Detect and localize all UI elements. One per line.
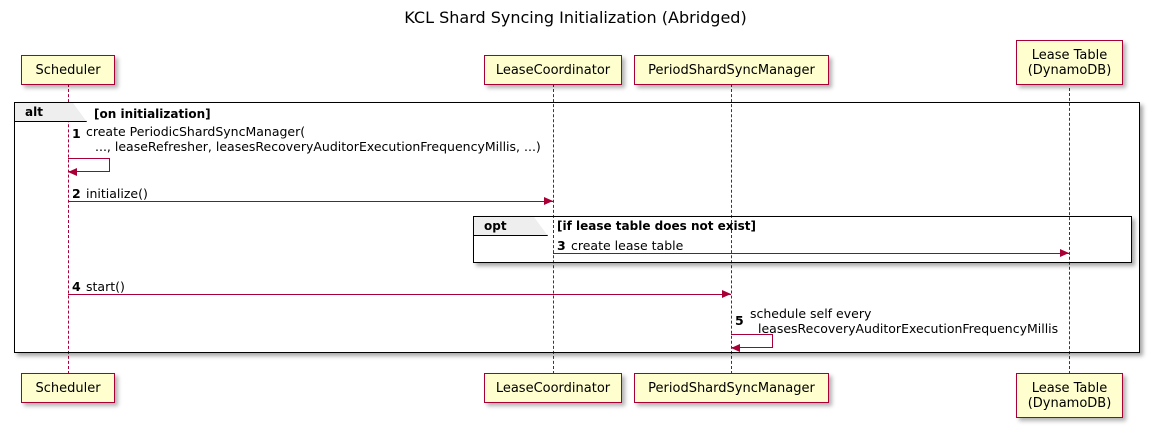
message-4-number: 4	[72, 279, 81, 294]
message-2-arrowhead	[544, 196, 553, 205]
message-5-label-line2: leasesRecoveryAuditorExecutionFrequencyM…	[758, 321, 1059, 336]
message-5-number: 5	[735, 313, 744, 328]
message-3-line	[553, 253, 1069, 254]
lifeline-leasecoordinator	[553, 84, 554, 374]
message-3-arrowhead	[1060, 248, 1069, 257]
participant-leasetable-top-label-line1: Lease Table	[1031, 47, 1108, 63]
participant-scheduler-bottom[interactable]: Scheduler	[21, 373, 115, 403]
message-4-arrowhead	[722, 289, 731, 298]
participant-leasetable-top-label-line2: (DynamoDB)	[1027, 62, 1112, 78]
message-1-self-loop	[68, 158, 110, 172]
opt-frame	[473, 216, 1132, 263]
message-3-label: create lease table	[571, 238, 684, 253]
message-1-label-line1: create PeriodicShardSyncManager(	[86, 124, 306, 139]
opt-frame-tab: opt	[474, 217, 548, 236]
opt-frame-condition: [if lease table does not exist]	[557, 219, 757, 233]
message-4-line	[68, 294, 731, 295]
participant-periodshardsyncmanager-bottom[interactable]: PeriodShardSyncManager	[634, 373, 829, 403]
message-1-arrowhead	[68, 167, 77, 176]
participant-leasetable-top[interactable]: Lease Table (DynamoDB)	[1016, 40, 1123, 85]
message-5-arrowhead	[731, 343, 740, 352]
participant-leasecoordinator-top[interactable]: LeaseCoordinator	[484, 55, 622, 85]
lifeline-leasetable	[1069, 88, 1070, 374]
participant-scheduler-top-label: Scheduler	[35, 62, 101, 78]
participant-periodshardsyncmanager-top-label: PeriodShardSyncManager	[648, 62, 815, 78]
participant-leasecoordinator-bottom[interactable]: LeaseCoordinator	[484, 373, 622, 403]
participant-leasetable-bottom-label-line1: Lease Table	[1031, 380, 1108, 396]
message-4-label: start()	[86, 279, 125, 294]
message-1-number: 1	[72, 126, 81, 141]
message-1-label-line2: ..., leaseRefresher, leasesRecoveryAudit…	[95, 139, 541, 154]
participant-periodshardsyncmanager-top[interactable]: PeriodShardSyncManager	[634, 55, 829, 85]
message-3-number: 3	[557, 238, 566, 253]
alt-frame	[14, 102, 1140, 353]
participant-leasecoordinator-bottom-label: LeaseCoordinator	[495, 380, 611, 396]
participant-leasetable-bottom[interactable]: Lease Table (DynamoDB)	[1016, 373, 1123, 418]
participant-leasecoordinator-top-label: LeaseCoordinator	[495, 62, 611, 78]
alt-frame-keyword: alt	[25, 105, 43, 119]
message-2-line	[68, 201, 553, 202]
opt-frame-keyword: opt	[484, 219, 507, 233]
lifeline-scheduler	[68, 84, 69, 374]
page-title: KCL Shard Syncing Initialization (Abridg…	[404, 8, 747, 27]
participant-leasetable-bottom-label-line2: (DynamoDB)	[1027, 395, 1112, 411]
participant-periodshardsyncmanager-bottom-label: PeriodShardSyncManager	[648, 380, 815, 396]
lifeline-periodshardsyncmanager	[731, 84, 732, 374]
message-2-number: 2	[72, 186, 81, 201]
message-2-label: initialize()	[86, 186, 148, 201]
alt-frame-condition: [on initialization]	[94, 107, 211, 121]
participant-scheduler-top[interactable]: Scheduler	[21, 55, 115, 85]
participant-scheduler-bottom-label: Scheduler	[35, 380, 101, 396]
message-5-label-line1: schedule self every	[750, 306, 872, 321]
message-5-self-loop	[731, 334, 773, 348]
